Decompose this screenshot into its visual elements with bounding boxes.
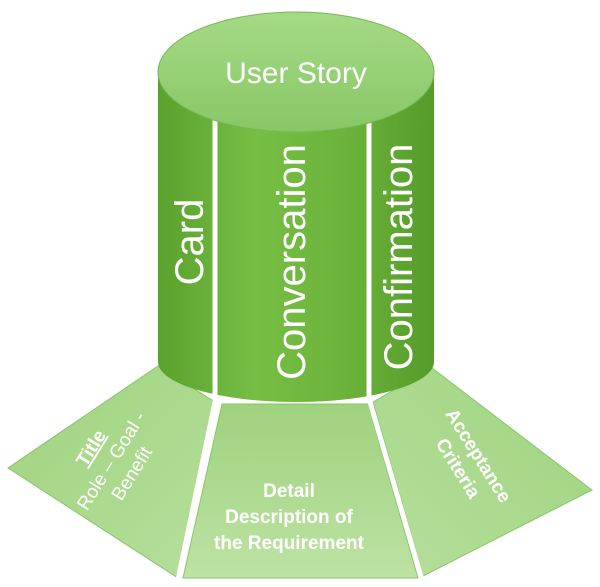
- column-conversation-label: Conversation: [270, 144, 314, 380]
- cylinder-top: [157, 11, 435, 133]
- panel-center-line1: Detail: [263, 481, 315, 502]
- column-confirmation-label: Confirmation: [377, 144, 421, 371]
- cylinder-body: [158, 72, 434, 402]
- panel-center: [182, 403, 419, 579]
- separator-left-lower: [175, 401, 218, 581]
- top-title: User Story: [225, 57, 367, 90]
- separator-right-lower: [367, 401, 425, 581]
- panel-center-line3: the Requirement: [214, 533, 365, 554]
- column-card-label: Card: [168, 199, 212, 286]
- panel-center-line2: Description of: [225, 507, 353, 528]
